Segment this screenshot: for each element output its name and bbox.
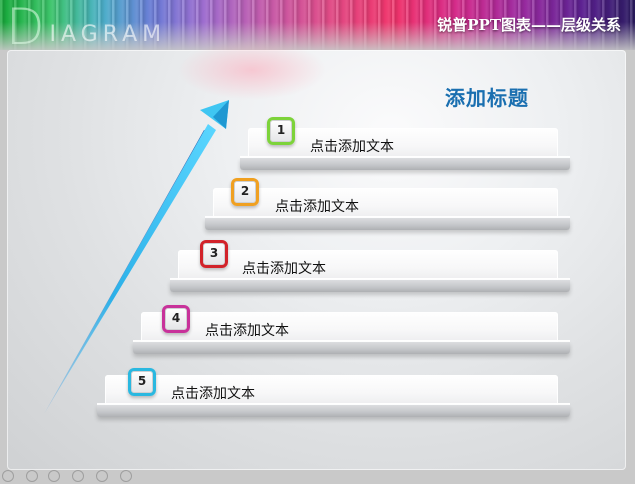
step-text[interactable]: 点击添加文本 [171, 386, 255, 402]
step-number-badge-5: 5 [128, 368, 156, 396]
brand-rest: IAGRAM [49, 22, 167, 47]
slide-title[interactable]: 添加标题 [445, 86, 529, 110]
step-5[interactable]: 点击添加文本 [97, 375, 570, 419]
header-title: 锐普PPT图表——层级关系 [437, 16, 621, 34]
step-number-badge-1: 1 [267, 117, 295, 145]
step-1[interactable]: 点击添加文本 [240, 128, 570, 172]
step-text[interactable]: 点击添加文本 [275, 199, 359, 215]
step-text[interactable]: 点击添加文本 [310, 139, 394, 155]
slides-icon[interactable] [72, 470, 84, 482]
step-number-badge-4: 4 [162, 305, 190, 333]
step-number-badge-2: 2 [231, 178, 259, 206]
step-4[interactable]: 点击添加文本 [133, 312, 570, 356]
step-number-badge-3: 3 [200, 240, 228, 268]
brand-logo: DIAGRAM [6, 0, 166, 50]
step-2[interactable]: 点击添加文本 [205, 188, 570, 232]
more-icon[interactable] [120, 470, 132, 482]
step-3[interactable]: 点击添加文本 [170, 250, 570, 294]
step-text[interactable]: 点击添加文本 [242, 261, 326, 277]
header-banner: DIAGRAM 锐普PPT图表——层级关系 [0, 0, 635, 50]
brand-first-letter: D [6, 0, 50, 50]
next-icon[interactable] [26, 470, 38, 482]
pen-icon[interactable] [48, 470, 60, 482]
zoom-icon[interactable] [96, 470, 108, 482]
slideshow-controls [0, 468, 635, 484]
previous-icon[interactable] [2, 470, 14, 482]
step-text[interactable]: 点击添加文本 [205, 323, 289, 339]
